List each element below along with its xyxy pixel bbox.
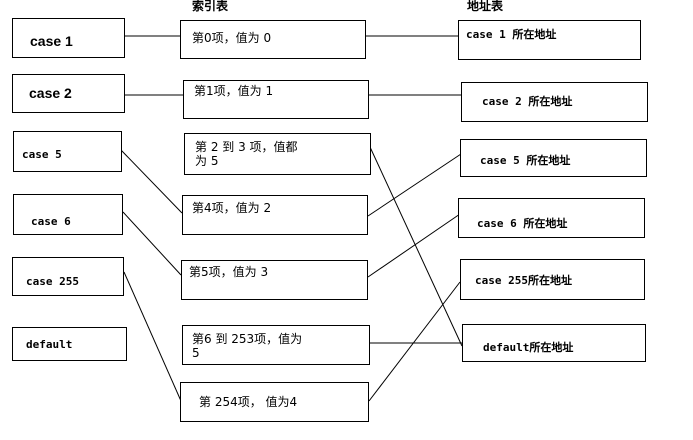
index-item-0: 第0项，值为 0 (180, 20, 366, 59)
address-item-case-255: case 255所在地址 (460, 259, 645, 300)
link-index254-addr255 (368, 281, 461, 402)
case-box-default: default (12, 327, 127, 361)
index-item-1: 第1项，值为 1 (183, 80, 369, 119)
index-table-header: 索引表 (192, 0, 229, 13)
index-item-4: 第4项，值为 2 (182, 195, 368, 235)
address-item-default: default所在地址 (462, 324, 646, 362)
link-index4-addr5 (367, 153, 462, 217)
index-item-5: 第5项，值为 3 (181, 260, 368, 300)
corner-mark: ` (2, 0, 7, 9)
case-box-case-1: case 1 (12, 18, 125, 58)
link-index2-3-default (369, 146, 463, 347)
index-item-254: 第 254项， 值为4 (180, 382, 369, 422)
link-index5-addr6 (367, 213, 461, 278)
index-item-6-253: 第6 到 253项，值为 5 (182, 325, 370, 365)
case-box-case-2: case 2 (12, 74, 125, 113)
address-table-header: 地址表 (467, 0, 504, 13)
link-case5-index4 (120, 149, 183, 214)
address-item-case-1: case 1 所在地址 (458, 20, 641, 60)
address-item-case-6: case 6 所在地址 (458, 198, 645, 238)
case-box-case-6: case 6 (13, 194, 123, 235)
case-box-case-5: case 5 (13, 131, 122, 172)
address-item-case-5: case 5 所在地址 (460, 139, 647, 177)
link-case255-index254 (123, 271, 182, 402)
link-case6-index5 (122, 211, 182, 276)
address-item-case-2: case 2 所在地址 (461, 82, 648, 122)
case-box-case-255: case 255 (12, 257, 124, 296)
index-item-2-3: 第 2 到 3 项，值都 为 5 (184, 133, 371, 175)
